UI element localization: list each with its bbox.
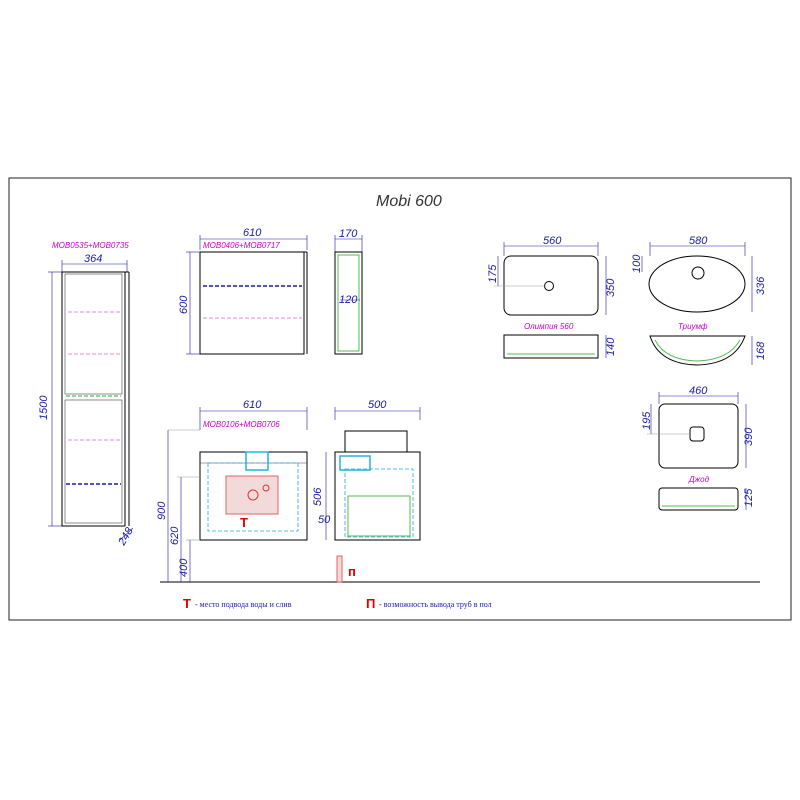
mirror-depth-dim: 170	[339, 228, 358, 240]
water-marker: Т	[240, 515, 248, 530]
drawing-title: Mobi 600	[376, 193, 442, 210]
height-900-dim: 900	[156, 501, 168, 520]
triumph-height-dim: 168	[755, 341, 767, 360]
mirror-code: MOB0406+MOB0717	[203, 241, 280, 250]
legend-t-text: - место подвода воды и слив	[195, 600, 292, 609]
jod-offset-dim: 195	[641, 411, 653, 430]
height-620-dim: 620	[169, 526, 181, 545]
column-height-dim: 1500	[38, 395, 50, 420]
triumph-depth-dim: 336	[755, 276, 767, 295]
jod-name: Джод	[688, 475, 710, 484]
olympia-offset-dim: 175	[487, 264, 499, 283]
cabinet-code: MOB0106+MOB0706	[203, 420, 280, 429]
olympia-width-dim: 560	[543, 235, 562, 247]
triumph-name: Триумф	[678, 322, 708, 331]
olympia-height-dim: 140	[605, 337, 617, 356]
mirror-width-dim: 610	[243, 227, 262, 239]
cabinet-side: 500 506 50 п	[312, 399, 421, 583]
cabinet-depth-dim: 500	[368, 399, 387, 411]
sink-triumph: 580 100 336 Триумф 168	[631, 235, 767, 366]
sink-olympia: 560 175 350 Олимпия 560 140	[487, 235, 617, 359]
triumph-width-dim: 580	[689, 235, 708, 247]
cabinet-front: 610 MOB0106+MOB0706 Т 900 620 400	[156, 399, 308, 582]
olympia-name: Олимпия 560	[524, 322, 574, 331]
column-code: MOB0535+MOB0735	[52, 241, 129, 250]
height-400-dim: 400	[178, 558, 190, 577]
pipe-marker: п	[348, 564, 356, 579]
mirror-height-dim: 600	[178, 295, 190, 314]
legend-p-text: - возможность вывода труб в пол	[379, 600, 492, 609]
legend: Т - место подвода воды и слив П - возмож…	[183, 596, 492, 611]
legend-p-symbol: П	[366, 596, 375, 611]
triumph-offset-dim: 100	[631, 254, 643, 273]
drawing-frame	[8, 177, 792, 621]
sink-jod: 460 195 390 Джод 125	[641, 385, 755, 511]
jod-width-dim: 460	[689, 385, 708, 397]
cabinet-width-dim: 610	[243, 399, 262, 411]
jod-height-dim: 125	[743, 488, 755, 507]
column-width-dim: 364	[84, 253, 102, 265]
jod-depth-dim: 390	[743, 427, 755, 446]
olympia-depth-dim: 350	[605, 278, 617, 297]
cabinet-height-dim: 506	[312, 487, 324, 506]
distance-50-dim: 50	[318, 514, 331, 526]
column-cabinet: MOB0535+MOB0735 364 1500 248	[38, 241, 136, 548]
mirror-front: 610 MOB0406+MOB0717 600	[178, 227, 308, 355]
legend-t-symbol: Т	[183, 596, 191, 611]
mirror-side: 170 120	[334, 228, 363, 355]
mirror-shelf-dim: 120	[339, 294, 358, 306]
